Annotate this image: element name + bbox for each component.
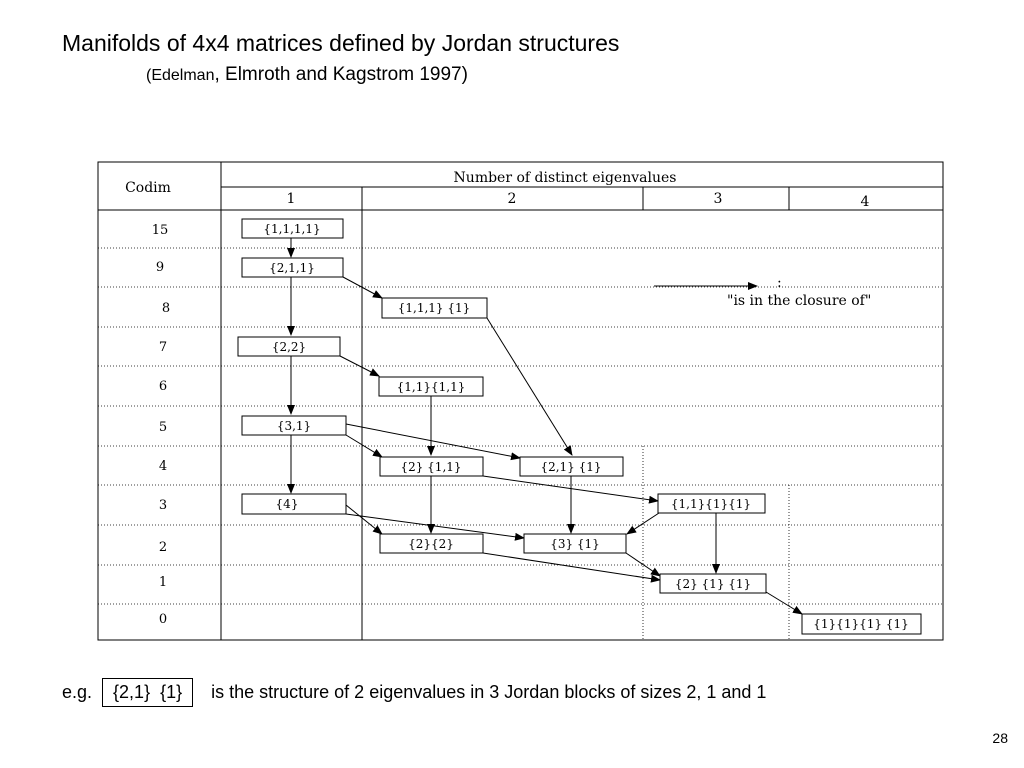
node-1-1-1-1: {1}{1}{1} {1} <box>801 613 922 635</box>
svg-text:{2}{2}: {2}{2} <box>408 537 454 551</box>
page-number: 28 <box>992 730 1008 746</box>
example-structure-box: {2,1} {1} <box>102 677 194 707</box>
codim-8: 8 <box>162 301 170 316</box>
node-2-11: {2} {1,1} <box>379 456 484 477</box>
svg-text:{3} {1}: {3} {1} <box>550 537 600 551</box>
jordan-nodes: {1,1,1,1} {2,1,1} {1,1,1} {1} {2,2} {1,1… <box>237 218 922 635</box>
node-211: {2,1,1} <box>241 257 344 278</box>
codim-3: 3 <box>159 498 167 513</box>
svg-text:{1,1,1,1}: {1,1,1,1} <box>263 222 320 236</box>
codim-0: 0 <box>159 612 167 627</box>
codim-6: 6 <box>159 379 167 394</box>
subtitle-prefix: (Edelman <box>146 67 215 84</box>
codim-9: 9 <box>156 260 164 275</box>
codim-header: Codim <box>125 180 171 196</box>
node-3-1: {3} {1} <box>523 533 627 554</box>
eig-column-2: 2 <box>508 191 517 207</box>
node-11-1-1: {1,1}{1}{1} <box>657 493 766 514</box>
node-31: {3,1} <box>241 415 347 436</box>
codim-2: 2 <box>159 540 167 555</box>
slide-title: Manifolds of 4x4 matrices defined by Jor… <box>62 30 620 56</box>
example-explanation: is the structure of 2 eigenvalues in 3 J… <box>211 681 767 702</box>
node-21-1: {2,1} {1} <box>519 456 624 477</box>
svg-text:{1,1,1} {1}: {1,1,1} {1} <box>398 301 471 315</box>
node-2-1-1: {2} {1} {1} <box>659 573 767 594</box>
node-22: {2,2} <box>237 336 341 357</box>
node-11-11: {1,1}{1,1} <box>378 376 484 397</box>
slide-subtitle: (Edelman, Elmroth and Kagstrom 1997) <box>146 64 468 86</box>
table-dotted-grid <box>98 247 943 640</box>
example-prefix: e.g. <box>62 681 93 702</box>
eig-column-1: 1 <box>287 191 296 207</box>
subtitle-rest: , Elmroth and Kagstrom 1997) <box>214 64 468 85</box>
svg-text:{2,1,1}: {2,1,1} <box>269 261 315 275</box>
svg-text:{2,2}: {2,2} <box>272 340 306 354</box>
svg-text:{1,1}{1,1}: {1,1}{1,1} <box>397 380 466 394</box>
legend-colon: : <box>777 275 782 291</box>
node-1111: {1,1,1,1} <box>241 218 344 239</box>
eigenvalues-header: Number of distinct eigenvalues <box>454 170 677 186</box>
example-line: e.g. {2,1} {1} is the structure of 2 eig… <box>62 676 766 708</box>
svg-text:{2,1} {1}: {2,1} {1} <box>540 460 601 474</box>
node-4: {4} <box>241 493 347 515</box>
codim-15: 15 <box>152 223 169 238</box>
codim-5: 5 <box>159 420 167 435</box>
svg-text:{3,1}: {3,1} <box>277 419 311 433</box>
table-frame <box>97 161 944 641</box>
svg-text:{4}: {4} <box>276 497 299 511</box>
eig-column-4: 4 <box>861 194 870 210</box>
node-2-2: {2}{2} <box>379 533 484 554</box>
codim-4: 4 <box>159 459 167 474</box>
svg-text:{1,1}{1}{1}: {1,1}{1}{1} <box>671 497 751 511</box>
eig-column-3: 3 <box>714 191 723 207</box>
codim-1: 1 <box>159 575 167 590</box>
codim-7: 7 <box>159 340 167 355</box>
node-111-1: {1,1,1} {1} <box>381 297 488 319</box>
svg-text:{2} {1} {1}: {2} {1} {1} <box>675 577 751 591</box>
closure-arrows <box>287 238 803 615</box>
legend-text: "is in the closure of" <box>727 293 871 309</box>
svg-text:{1}{1}{1} {1}: {1}{1}{1} {1} <box>813 617 908 631</box>
svg-text:{2} {1,1}: {2} {1,1} <box>400 460 461 474</box>
